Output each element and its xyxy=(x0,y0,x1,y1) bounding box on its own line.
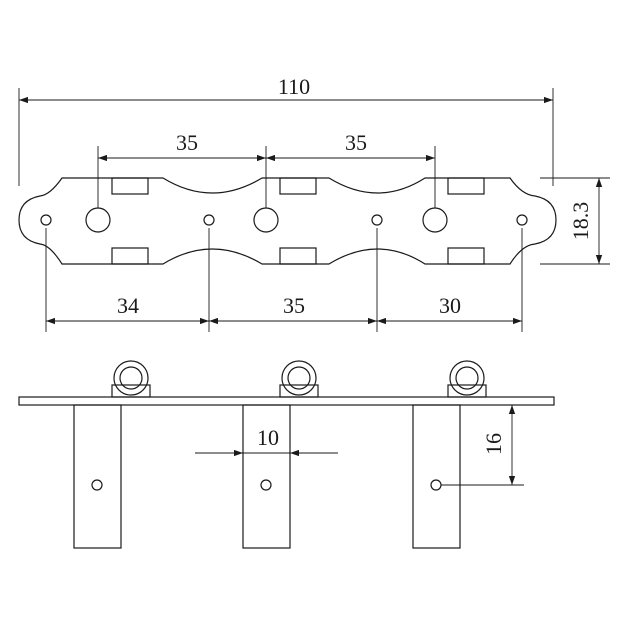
dim-label-hole-depth: 16 xyxy=(481,433,506,455)
bushing-3 xyxy=(447,360,487,398)
slot-bottom-3 xyxy=(447,247,485,265)
post-string-hole-1 xyxy=(91,479,103,491)
dim-label-offset-left: 34 xyxy=(117,293,139,318)
screw-hole-2 xyxy=(203,214,215,226)
dim-label-spacing-left: 35 xyxy=(176,130,198,155)
front-view xyxy=(18,360,555,549)
slot-bottom-1 xyxy=(111,247,149,265)
dim-label-spacing-right: 35 xyxy=(345,130,367,155)
slot-top-1 xyxy=(111,177,149,195)
screw-hole-3 xyxy=(371,214,383,226)
dim-label-post-width: 10 xyxy=(257,425,279,450)
post-hole-3 xyxy=(422,207,448,233)
slot-bottom-2 xyxy=(279,247,317,265)
bushing-2 xyxy=(279,360,319,398)
bushing-1 xyxy=(111,360,151,398)
dimension-overall-length: 110 xyxy=(18,74,554,186)
dimension-hole-spacing: 35 35 xyxy=(97,130,436,208)
dim-label-plate-height: 18.3 xyxy=(568,202,593,241)
post-string-hole-2 xyxy=(260,479,272,491)
string-post-1 xyxy=(73,404,122,549)
dim-label-offset-right: 30 xyxy=(439,293,461,318)
top-view xyxy=(18,177,557,265)
string-post-3 xyxy=(412,404,461,549)
dim-label-offset-middle: 35 xyxy=(283,293,305,318)
plate-outline xyxy=(18,177,557,265)
slot-top-3 xyxy=(447,177,485,195)
dimension-screw-offsets: 34 35 30 xyxy=(45,228,523,332)
dimension-post-width: 10 xyxy=(195,425,338,457)
dim-label-overall: 110 xyxy=(278,74,310,99)
base-plate xyxy=(18,396,555,406)
string-post-2 xyxy=(242,404,291,549)
dimension-plate-height: 18.3 xyxy=(540,177,610,265)
screw-hole-4 xyxy=(516,214,528,226)
post-hole-2 xyxy=(253,207,279,233)
post-hole-1 xyxy=(85,207,111,233)
dimension-hole-depth: 16 xyxy=(441,405,524,486)
post-string-hole-3 xyxy=(430,479,442,491)
screw-hole-1 xyxy=(40,214,52,226)
slot-top-2 xyxy=(279,177,317,195)
